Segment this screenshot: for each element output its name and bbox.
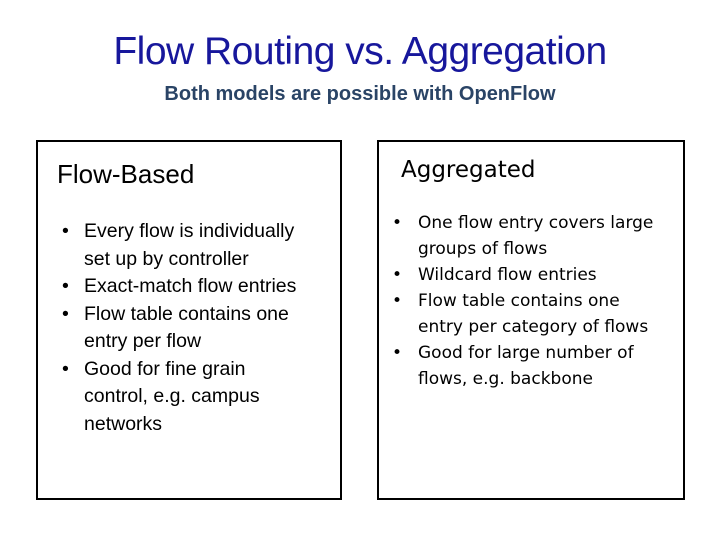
bullet-item: One flow entry covers large groups of fl…: [379, 210, 683, 262]
bullet-item: Every flow is individually set up by con…: [38, 218, 340, 273]
bullet-item: Wildcard flow entries: [379, 262, 683, 288]
slide-title: Flow Routing vs. Aggregation: [113, 30, 607, 73]
bullet-item: Flow table contains one entry per flow: [38, 301, 340, 356]
flow-based-heading: Flow-Based: [57, 159, 195, 189]
flow-based-panel: Flow-Based Every flow is individually se…: [36, 140, 342, 500]
bullet-item: Exact-match flow entries: [38, 273, 340, 301]
slide-subtitle: Both models are possible with OpenFlow: [164, 83, 556, 105]
aggregated-panel: Aggregated One flow entry covers large g…: [377, 140, 685, 500]
bullet-item: Good for large number of flows, e.g. bac…: [379, 340, 683, 392]
bullet-item: Good for fine grain control, e.g. campus…: [38, 356, 340, 439]
bullet-item: Flow table contains one entry per catego…: [379, 288, 683, 340]
flow-based-bullet-list: Every flow is individually set up by con…: [38, 218, 340, 438]
aggregated-bullet-list: One flow entry covers large groups of fl…: [379, 210, 683, 392]
aggregated-heading: Aggregated: [401, 157, 536, 183]
